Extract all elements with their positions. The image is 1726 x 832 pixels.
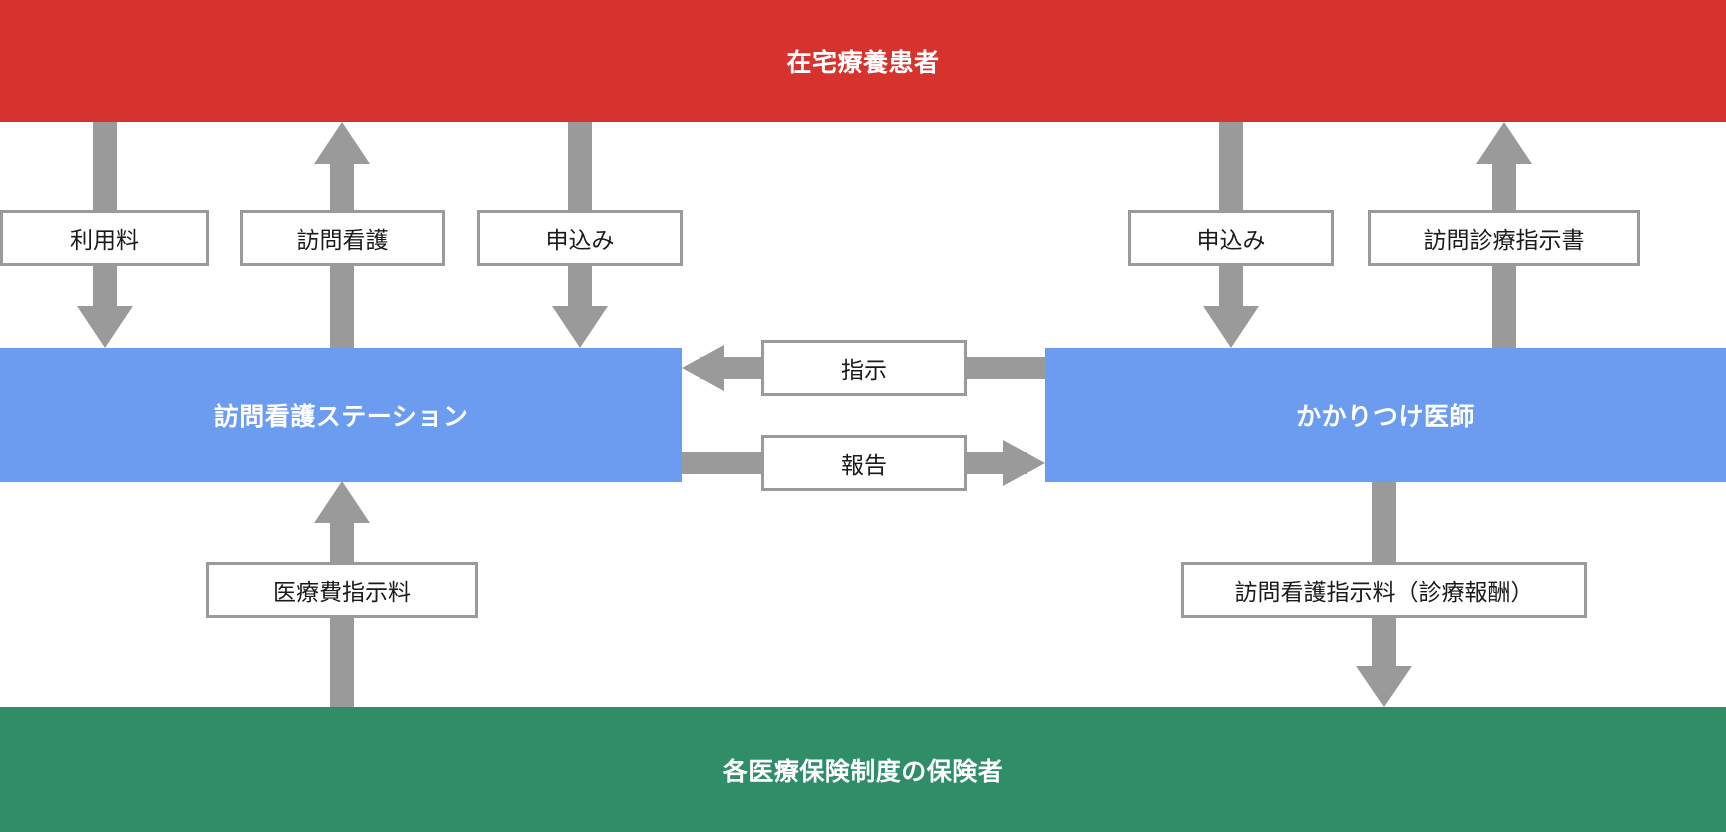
band-family-doctor: かかりつけ医師 — [1045, 348, 1726, 482]
flow-label-iryohi-shijiryo-text: 医療費指示料 — [273, 579, 411, 605]
flow-label-homon-kango: 訪問看護 — [240, 210, 445, 266]
flow-label-moushikomi-left-text: 申込み — [545, 227, 615, 253]
flow-label-hokoku-text: 報告 — [841, 452, 887, 478]
band-visiting-nurse-station-label: 訪問看護ステーション — [213, 403, 469, 431]
band-insurer-label: 各医療保険制度の保険者 — [722, 757, 1004, 786]
flow-label-shinryo-shijisho-text: 訪問診療指示書 — [1423, 227, 1585, 253]
band-patient: 在宅療養患者 — [0, 0, 1726, 122]
band-insurer: 各医療保険制度の保険者 — [0, 707, 1726, 832]
flow-label-hokoku: 報告 — [761, 435, 967, 491]
flow-label-homon-kango-text: 訪問看護 — [296, 227, 389, 253]
flow-label-moushikomi-right: 申込み — [1128, 210, 1334, 266]
flow-label-riyoryo-text: 利用料 — [70, 227, 139, 253]
flow-label-iryohi-shijiryo: 医療費指示料 — [206, 562, 478, 618]
band-visiting-nurse-station: 訪問看護ステーション — [0, 348, 682, 482]
band-patient-label: 在宅療養患者 — [786, 49, 940, 77]
flow-label-moushikomi-left: 申込み — [477, 210, 683, 266]
flow-label-moushikomi-right-text: 申込み — [1196, 227, 1266, 253]
flow-label-kango-shijiryo-text: 訪問看護指示料（診療報酬） — [1234, 579, 1534, 605]
flow-label-shiji: 指示 — [761, 340, 967, 396]
flow-label-shinryo-shijisho: 訪問診療指示書 — [1368, 210, 1640, 266]
flow-label-kango-shijiryo: 訪問看護指示料（診療報酬） — [1181, 562, 1587, 618]
band-family-doctor-label: かかりつけ医師 — [1296, 403, 1475, 431]
flow-label-shiji-text: 指示 — [841, 357, 887, 383]
flow-label-riyoryo: 利用料 — [0, 210, 209, 266]
